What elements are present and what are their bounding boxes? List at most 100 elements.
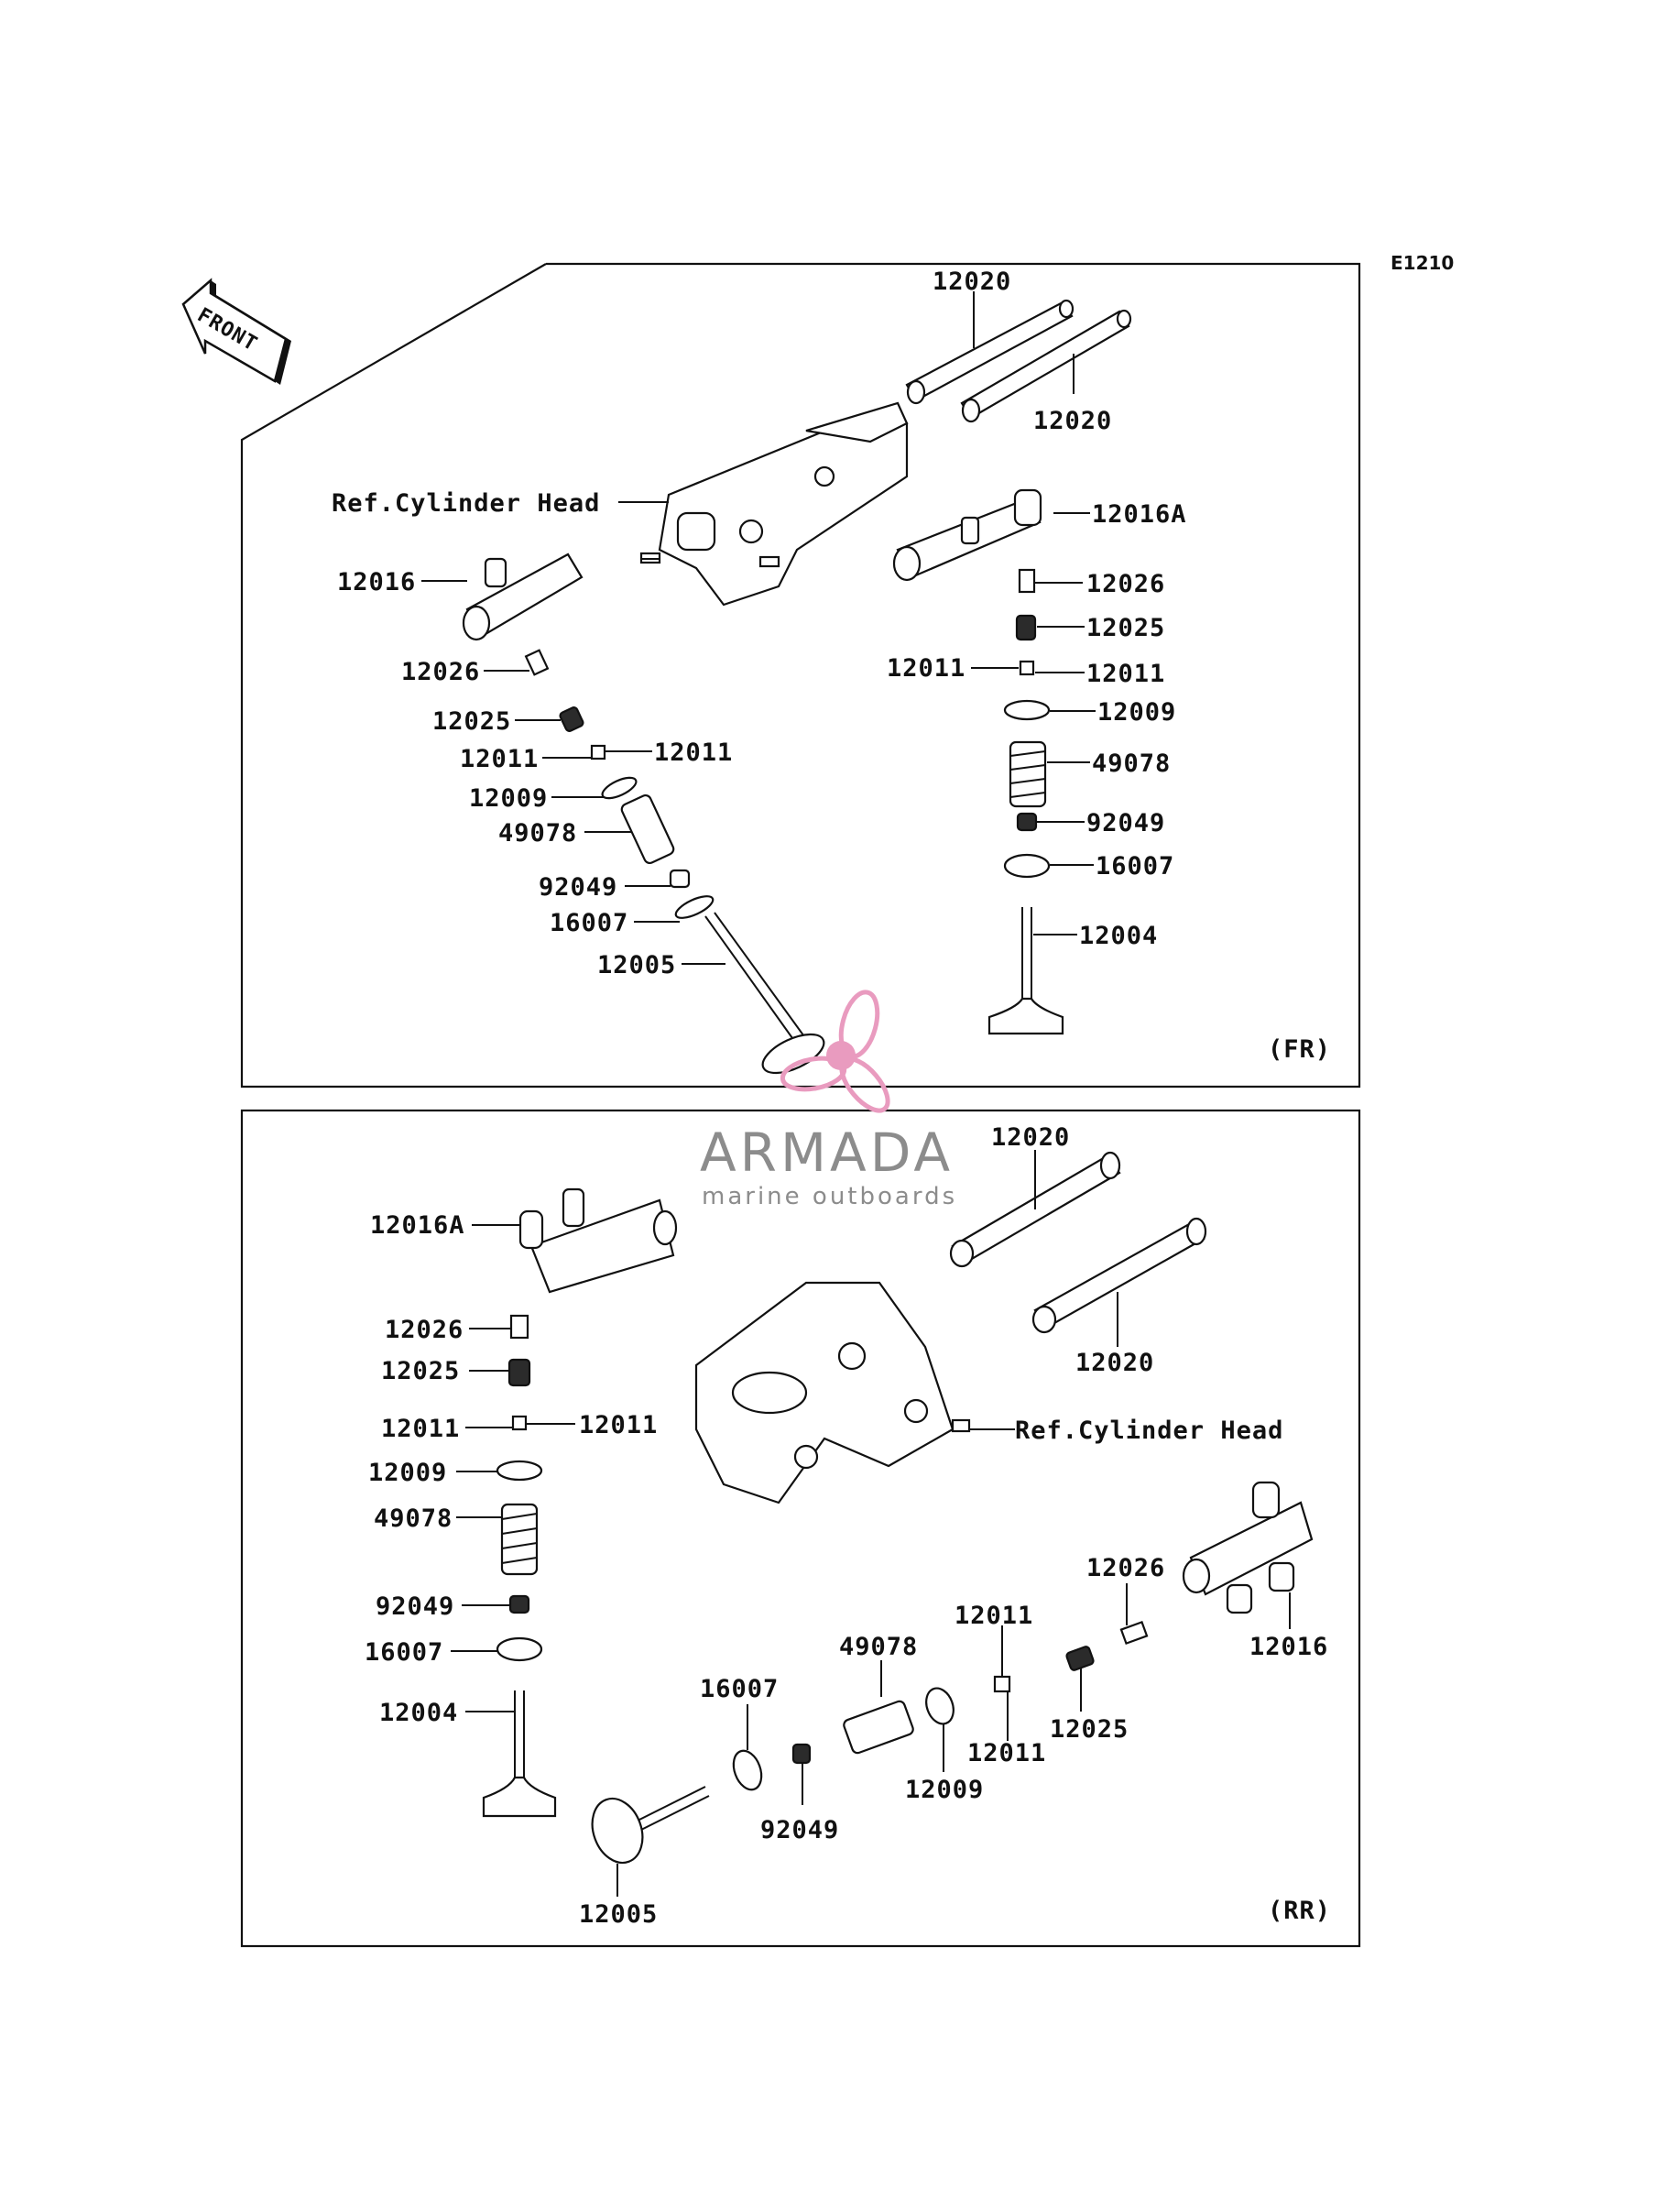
diagram-code: E1210: [1391, 252, 1454, 274]
label-valve-horizontal-rear: 12005: [579, 1900, 658, 1929]
valve-left-rear: [482, 1690, 557, 1818]
watermark-tagline: marine outboards: [702, 1183, 957, 1210]
panel-rear-frame: [240, 1109, 1361, 1948]
cotter-horizontal-rear: [993, 1675, 1011, 1693]
leader-lines-front: [421, 291, 1096, 965]
label-spring-horizontal-rear: 49078: [839, 1633, 918, 1661]
label-cotter-top-rear: 12011: [955, 1602, 1033, 1630]
label-camshaft-a-rear: 12020: [991, 1123, 1070, 1152]
rocker-arm-left-rear: [518, 1187, 678, 1294]
label-retainer-horizontal-rear: 12025: [1050, 1715, 1129, 1744]
seal-right-front: [1016, 812, 1038, 832]
spring-horizontal-rear: [843, 1700, 914, 1755]
seal-horizontal-rear: [791, 1743, 812, 1765]
panel-rear-tag: (RR): [1268, 1897, 1331, 1925]
label-cotter-right-front-a: 12011: [887, 654, 965, 683]
rocker-arm-right-front: [892, 488, 1042, 582]
panel-front-frame: [240, 262, 1361, 1089]
label-spring-left-front: 49078: [498, 819, 577, 848]
label-cotter-right-front-b: 12011: [1086, 660, 1165, 688]
label-seat-left-front: 12009: [469, 784, 548, 813]
label-washer-left-rear: 16007: [365, 1638, 443, 1667]
rocker-arm-left-front: [462, 552, 584, 641]
label-camshaft-b-front: 12020: [1033, 407, 1112, 435]
cylinder-head-rear: [694, 1281, 971, 1504]
label-seal-left-front: 92049: [539, 873, 617, 902]
seat-left-front: [601, 776, 638, 800]
seal-left-rear: [508, 1594, 530, 1614]
label-washer-right-front: 16007: [1096, 852, 1174, 881]
cylinder-head-front: [639, 401, 909, 607]
retainer-right-front: [1015, 614, 1037, 641]
camshaft-front-b: [960, 309, 1132, 423]
label-seat-left-rear: 12009: [368, 1459, 447, 1487]
label-cotter-left-front-a: 12011: [654, 738, 733, 767]
cotter-left-rear: [511, 1415, 528, 1431]
label-retainer-left-rear: 12025: [381, 1357, 460, 1385]
label-cotter-bottom-rear: 12011: [967, 1739, 1046, 1767]
spring-right-front: [1009, 740, 1047, 808]
camshaft-front-a: [905, 299, 1075, 405]
seat-left-rear: [496, 1460, 543, 1482]
label-spring-right-front: 49078: [1092, 749, 1171, 778]
label-seat-right-front: 12009: [1097, 698, 1176, 727]
seat-horizontal-rear: [925, 1687, 955, 1725]
label-valve-left-front: 12005: [597, 951, 676, 979]
retainer-left-front: [559, 706, 584, 732]
label-ref-head-rear: Ref.Cylinder Head: [1015, 1417, 1283, 1445]
label-washer-left-front: 16007: [550, 909, 628, 937]
label-cotter-left-front-b: 12011: [460, 745, 539, 773]
seal-left-front: [669, 869, 691, 889]
label-camshaft-b-rear: 12020: [1075, 1349, 1154, 1377]
label-valve-left-rear: 12004: [379, 1699, 458, 1727]
label-ref-head-front: Ref.Cylinder Head: [332, 489, 600, 518]
camshaft-rear-b: [1031, 1217, 1207, 1334]
label-cotter-left-rear-b: 12011: [579, 1411, 658, 1439]
valve-left-front: [704, 912, 825, 1075]
washer-right-front: [1003, 853, 1051, 879]
label-seal-left-rear: 92049: [376, 1592, 454, 1621]
label-cotter-left-rear-a: 12011: [381, 1415, 460, 1443]
label-rocker-right-rear: 12016: [1249, 1633, 1328, 1661]
adjuster-left-rear: [509, 1314, 529, 1340]
front-arrow-icon: FRONT: [181, 278, 291, 385]
leader-lines-rear: [451, 1150, 1291, 1897]
label-seat-horizontal-rear: 12009: [905, 1776, 984, 1804]
watermark-brand: ARMADA: [700, 1121, 954, 1184]
cotter-left-front: [590, 744, 606, 760]
rocker-arm-right-rear: [1182, 1481, 1314, 1614]
armada-logo-icon: [780, 990, 890, 1113]
washer-left-rear: [496, 1636, 543, 1662]
retainer-right-rear: [1065, 1646, 1095, 1671]
label-seal-right-front: 92049: [1086, 809, 1165, 837]
label-retainer-right-front: 12025: [1086, 614, 1165, 642]
cotter-right-front: [1019, 660, 1035, 676]
panel-front-tag: (FR): [1268, 1035, 1331, 1064]
label-rocker-right-front: 12016A: [1092, 500, 1187, 529]
panel-rear: 12020 12020 Ref.Cylinder Head 12016A 120…: [240, 1109, 1361, 1948]
watermark: ARMADA marine outboards: [700, 990, 957, 1210]
label-washer-horizontal-rear: 16007: [700, 1675, 779, 1703]
adjuster-left-front: [524, 649, 550, 676]
washer-left-front: [674, 895, 715, 919]
label-adjuster-left-rear: 12026: [385, 1316, 464, 1344]
valve-horizontal-rear: [591, 1786, 710, 1865]
adjuster-right-front: [1018, 568, 1036, 594]
washer-horizontal-rear: [732, 1749, 763, 1791]
valve-right-front: [987, 907, 1064, 1035]
spring-left-rear: [500, 1503, 539, 1576]
label-retainer-left-front: 12025: [432, 707, 511, 736]
label-valve-right-front: 12004: [1079, 922, 1158, 950]
label-adjuster-right-front: 12026: [1086, 570, 1165, 598]
label-seal-horizontal-rear: 92049: [760, 1816, 839, 1844]
label-rocker-left-front: 12016: [337, 568, 416, 596]
label-spring-left-rear: 49078: [374, 1504, 453, 1533]
label-adjuster-right-rear: 12026: [1086, 1554, 1165, 1582]
spring-left-front: [620, 793, 675, 865]
label-rocker-left-rear: 12016A: [370, 1211, 465, 1240]
label-adjuster-left-front: 12026: [401, 658, 480, 686]
retainer-left-rear: [507, 1358, 531, 1387]
seat-right-front: [1003, 699, 1051, 721]
adjuster-right-rear: [1119, 1620, 1149, 1646]
